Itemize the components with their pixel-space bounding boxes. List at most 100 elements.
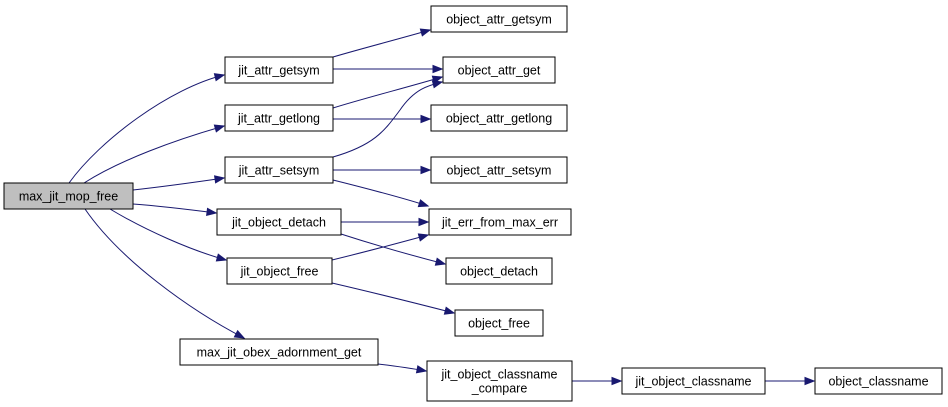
edge-line <box>332 81 443 158</box>
node-box <box>430 156 568 184</box>
call-graph-edges <box>68 28 816 386</box>
node-box <box>224 156 334 184</box>
edge-line <box>332 76 443 109</box>
edge-jit_attr_getlong-to-object_attr_get <box>332 75 444 109</box>
node-box <box>430 5 568 33</box>
node-label: object_attr_get <box>458 64 541 78</box>
edge-jit_attr_setsym-to-object_attr_get <box>332 80 444 158</box>
edge-line <box>132 203 217 214</box>
node-jit-attr-setsym[interactable]: jit_attr_setsym <box>224 156 334 184</box>
node-label: object_detach <box>460 265 538 279</box>
edge-arrowhead <box>213 73 226 82</box>
node-label: jit_object_detach <box>231 216 326 230</box>
edge-arrowhead <box>418 217 430 227</box>
edge-jit_object_classname_compare-to-jit_object_classname <box>572 376 623 386</box>
edge-line <box>332 29 431 58</box>
edge-line <box>132 177 225 191</box>
edge-jit_object_detach-to-object_detach <box>340 233 447 266</box>
node-object-classname[interactable]: object_classname <box>814 367 943 395</box>
node-label: jit_attr_getsym <box>237 64 319 78</box>
node-label: max_jit_obex_adornment_get <box>197 346 362 360</box>
node-box <box>430 104 568 132</box>
node-box <box>224 56 334 84</box>
edge-jit_attr_getsym-to-object_attr_getsym <box>332 28 432 58</box>
edge-jit_object_free-to-jit_err_from_max_err <box>331 233 430 261</box>
edge-jit_attr_getsym-to-object_attr_get <box>333 64 444 74</box>
node-label: _compare <box>471 382 528 396</box>
node-box <box>454 309 544 337</box>
edge-arrowhead <box>420 165 432 175</box>
node-object-free[interactable]: object_free <box>454 309 544 337</box>
edge-max_jit_mop_free-to-jit_object_free <box>109 208 228 262</box>
node-jit-err-from-max-err[interactable]: jit_err_from_max_err <box>428 208 572 236</box>
edge-max_jit_obex_adornment_get-to-jit_object_classname_compare <box>377 363 428 374</box>
edge-jit_object_classname-to-object_classname <box>765 376 816 386</box>
node-jit-object-free[interactable]: jit_object_free <box>226 257 333 285</box>
edge-line <box>84 208 245 339</box>
node-box <box>442 56 556 84</box>
edge-jit_attr_setsym-to-jit_err_from_max_err <box>332 179 430 208</box>
node-max-jit-obex-adornment-get[interactable]: max_jit_obex_adornment_get <box>179 338 379 366</box>
edge-line <box>83 125 225 184</box>
edge-line <box>331 282 455 314</box>
edge-max_jit_mop_free-to-jit_attr_getsym <box>68 73 226 184</box>
call-graph-nodes: max_jit_mop_free jit_attr_getsym jit_attr_… <box>3 5 943 402</box>
node-label: jit_object_free <box>240 265 319 279</box>
node-label: jit_err_from_max_err <box>441 216 558 230</box>
edge-jit_attr_getlong-to-object_attr_getlong <box>332 114 432 124</box>
edge-line <box>340 233 446 265</box>
edge-arrowhead <box>420 114 432 124</box>
node-object-detach[interactable]: object_detach <box>445 257 553 285</box>
edge-arrowhead <box>233 329 246 339</box>
node-label: jit_attr_setsym <box>238 164 320 178</box>
edge-max_jit_mop_free-to-jit_object_detach <box>132 203 218 216</box>
edge-max_jit_mop_free-to-max_jit_obex_adornment_get <box>84 208 246 339</box>
edge-line <box>332 179 429 207</box>
edge-jit_object_detach-to-jit_err_from_max_err <box>341 217 430 227</box>
node-object-attr-setsym[interactable]: object_attr_setsym <box>430 156 568 184</box>
node-label: object_attr_getsym <box>446 13 552 27</box>
edge-arrowhead <box>417 199 430 208</box>
node-object-attr-get[interactable]: object_attr_get <box>442 56 556 84</box>
edge-arrowhead <box>611 376 623 386</box>
edge-arrowhead <box>215 253 228 262</box>
node-box <box>445 257 553 285</box>
node-box <box>814 367 943 395</box>
node-box <box>226 257 333 285</box>
node-box <box>179 338 379 366</box>
edge-jit_object_free-to-object_free <box>331 282 456 315</box>
edge-arrowhead <box>434 257 447 266</box>
node-box <box>3 182 134 210</box>
node-object-attr-getlong[interactable]: object_attr_getlong <box>430 104 568 132</box>
node-jit-attr-getsym[interactable]: jit_attr_getsym <box>224 56 334 84</box>
node-jit-attr-getlong[interactable]: jit_attr_getlong <box>224 104 334 132</box>
edge-max_jit_mop_free-to-jit_attr_setsym <box>132 175 226 191</box>
edge-arrowhead <box>432 64 444 74</box>
node-box <box>426 360 573 402</box>
edge-arrowhead <box>419 28 432 37</box>
node-label: object_free <box>468 317 530 331</box>
edge-arrowhead <box>417 233 430 242</box>
node-jit-object-detach[interactable]: jit_object_detach <box>216 208 342 236</box>
node-label: object_attr_getlong <box>446 112 552 126</box>
edge-arrowhead <box>415 365 428 374</box>
node-box <box>224 104 334 132</box>
node-label: jit_object_classname <box>440 368 557 382</box>
edge-arrowhead <box>443 306 456 315</box>
edge-arrowhead <box>804 376 816 386</box>
edge-arrowhead <box>206 207 218 216</box>
node-jit-object-classname[interactable]: jit_object_classname <box>621 367 766 395</box>
edge-arrowhead <box>213 175 226 184</box>
node-label: jit_object_classname <box>634 375 751 389</box>
node-object-attr-getsym[interactable]: object_attr_getsym <box>430 5 568 33</box>
node-max-jit-mop-free[interactable]: max_jit_mop_free <box>3 182 134 210</box>
edge-line <box>109 208 227 261</box>
edge-line <box>68 74 225 184</box>
edge-arrowhead <box>431 80 444 89</box>
node-label: object_attr_setsym <box>447 164 552 178</box>
node-jit-object-classname-compare[interactable]: jit_object_classname_compare <box>426 360 573 402</box>
node-box <box>621 367 766 395</box>
edge-jit_attr_setsym-to-object_attr_setsym <box>333 165 432 175</box>
edge-arrowhead <box>213 124 226 133</box>
